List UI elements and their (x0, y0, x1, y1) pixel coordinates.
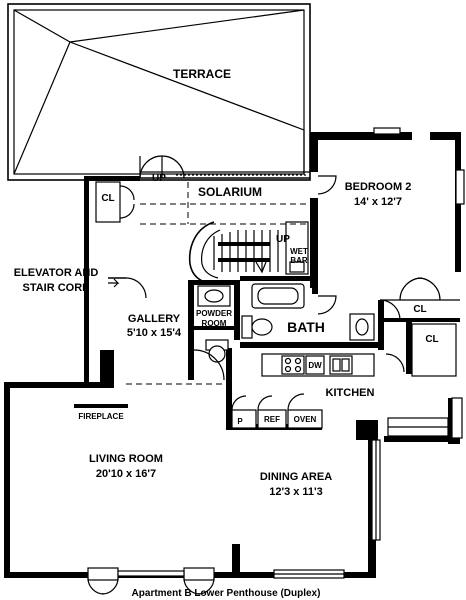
bedroom2-dims: 14' x 12'7 (354, 196, 402, 208)
bath-label: BATH (287, 319, 325, 335)
refrigerator-label: REF (264, 415, 280, 424)
gallery-dims: 5'10 x 15'4 (127, 327, 182, 339)
living-room-dims: 20'10 x 16'7 (96, 468, 156, 480)
powder-room-label-line2: ROOM (202, 319, 227, 328)
terrace-label: TERRACE (173, 67, 231, 81)
plan-caption: Apartment B Lower Penthouse (Duplex) (132, 588, 321, 599)
powder-room-fixtures (193, 285, 231, 381)
oven-label: OVEN (294, 415, 317, 424)
living-room-label: LIVING ROOM (89, 453, 163, 465)
powder-room-label-line1: POWDER (196, 309, 232, 318)
solarium-area (139, 155, 337, 225)
staircase (188, 221, 279, 285)
kitchen-fixtures (231, 323, 463, 439)
wet-bar-label-line2: BAR (290, 256, 308, 265)
terrace-area (7, 3, 311, 181)
closet-label-bedroom: CL (413, 304, 426, 315)
kitchen-label: KITCHEN (326, 387, 375, 399)
closet-left (95, 181, 135, 223)
elevator-door (108, 277, 147, 299)
bedroom2-label: BEDROOM 2 (345, 181, 412, 193)
elevator-label-line2: STAIR CORE (22, 282, 89, 294)
dining-area-label: DINING AREA (260, 471, 332, 483)
closet-label-kitchen: CL (425, 334, 438, 345)
bedroom-fixtures (373, 127, 465, 321)
solarium-label: SOLARIUM (198, 185, 262, 199)
wet-bar (285, 221, 309, 275)
bath-fixtures (241, 283, 375, 341)
closet-label-left: CL (101, 193, 114, 204)
elevator-label-line1: ELEVATOR AND (14, 267, 99, 279)
up-label-solarium: UP (152, 173, 166, 184)
wet-bar-label-line1: WET (290, 247, 308, 256)
living-windows (87, 439, 381, 595)
gallery-label: GALLERY (128, 313, 181, 325)
fireplace-label: FIREPLACE (78, 412, 124, 421)
pantry-label: P (237, 417, 243, 426)
up-label-stair: UP (276, 234, 290, 245)
dishwasher-label: DW (308, 361, 322, 370)
dining-area-dims: 12'3 x 11'3 (269, 486, 323, 498)
